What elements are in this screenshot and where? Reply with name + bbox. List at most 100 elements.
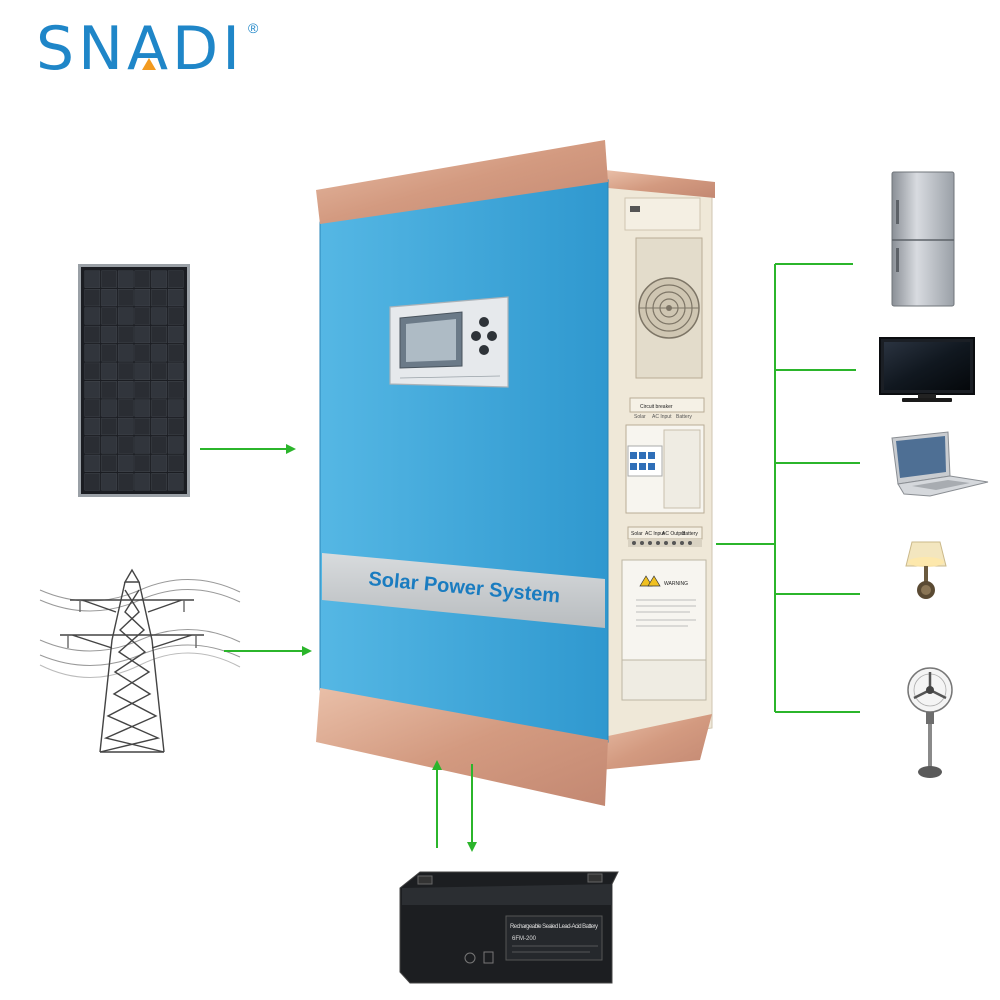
warning-icon [647, 575, 661, 587]
refrigerator-icon [891, 171, 955, 307]
solar-cell [84, 344, 101, 362]
terminal-cover: WARNING [621, 559, 707, 701]
solar-cell [101, 399, 117, 417]
television-icon [879, 337, 975, 402]
down-button[interactable] [479, 345, 489, 355]
solar-cell [84, 362, 101, 380]
solar-cell [117, 436, 134, 454]
label-band [322, 553, 605, 628]
solar-cell [151, 381, 167, 399]
circuit-breaker-label: Circuit breaker [640, 404, 673, 410]
solar-cell [167, 270, 184, 288]
terminal-labels: Solar AC Input AC Output Battery [627, 526, 703, 547]
solar-cell [117, 399, 134, 417]
battery-title: Rechargeable Sealed Lead-Acid Battery [510, 924, 598, 930]
inverter-unit: Circuit breaker Solar AC Input Battery [316, 140, 715, 806]
solar-cell [167, 436, 184, 454]
solar-cell [117, 381, 134, 399]
solar-cell [117, 344, 134, 362]
solar-cell [84, 270, 101, 288]
recycle-icon [464, 952, 476, 964]
battery-model: 6FM-200 [512, 936, 537, 942]
registered-mark: ® [248, 20, 259, 36]
solar-cell [101, 436, 117, 454]
solar-cell [117, 454, 134, 472]
solar-cell [84, 436, 101, 454]
solar-cell [134, 362, 151, 380]
up-button[interactable] [479, 317, 489, 327]
solar-cell [101, 473, 117, 491]
solar-cell [84, 381, 101, 399]
solar-cell [134, 436, 151, 454]
solar-cell [101, 307, 117, 325]
control-panel [389, 296, 509, 388]
solar-cell [167, 417, 184, 436]
circuit-breaker-label-box [629, 397, 705, 413]
solar-panel-icon [78, 264, 190, 497]
logo-accent-triangle [142, 58, 157, 70]
solar-cell [117, 325, 134, 344]
laptop-icon [891, 431, 989, 497]
terminal-label-ac-input: AC Input [645, 531, 665, 537]
solar-cell [101, 325, 117, 344]
solar-cell [134, 399, 151, 417]
solar-cell [84, 289, 101, 307]
solar-cell [134, 270, 151, 288]
breaker-label-solar: Solar [634, 414, 646, 420]
solar-cell [167, 454, 184, 472]
output-bus [716, 263, 860, 713]
fan-grille-icon [635, 237, 703, 379]
solar-cell [84, 454, 101, 472]
solar-cell [101, 344, 117, 362]
logo-text-part: SN [36, 14, 127, 84]
solar-cell [167, 381, 184, 399]
solar-cell [151, 417, 167, 436]
solar-cell [167, 307, 184, 325]
battery-terminal [417, 875, 433, 885]
solar-cell [134, 307, 151, 325]
logo-letter-a: A [126, 14, 173, 84]
solar-cell [84, 473, 101, 491]
solar-cell [117, 307, 134, 325]
solar-cell [134, 473, 151, 491]
solar-cell [101, 454, 117, 472]
solar-cell [134, 417, 151, 436]
solar-cell [84, 325, 101, 344]
wall-lamp-icon [905, 541, 947, 599]
solar-cell [117, 473, 134, 491]
solar-cell [134, 325, 151, 344]
warning-label: WARNING [664, 581, 688, 587]
solar-cell [151, 454, 167, 472]
solar-cell [134, 381, 151, 399]
inverter-bottom-trim [316, 688, 608, 806]
solar-cell [167, 473, 184, 491]
right-button[interactable] [487, 331, 497, 341]
terminal-label-solar: Solar [631, 531, 643, 537]
solar-cell [117, 362, 134, 380]
terminal-label-ac-output: AC Output [662, 531, 686, 537]
breaker-label-ac-input: AC Input [652, 414, 672, 420]
solar-cell [151, 307, 167, 325]
battery-terminal [587, 873, 603, 883]
solar-cell [167, 344, 184, 362]
solar-cell [167, 289, 184, 307]
solar-cell [167, 325, 184, 344]
solar-cell [134, 454, 151, 472]
solar-cell [84, 307, 101, 325]
solar-cell [117, 289, 134, 307]
bin-icon [483, 951, 494, 964]
breaker-labels: Solar AC Input Battery [634, 414, 692, 420]
solar-cell [101, 381, 117, 399]
solar-cell [151, 289, 167, 307]
solar-cell [101, 289, 117, 307]
inverter-front-panel [319, 179, 609, 743]
left-button[interactable] [471, 331, 481, 341]
solar-cell [117, 270, 134, 288]
transmission-tower-icon [39, 568, 241, 753]
solar-cell [151, 473, 167, 491]
terminal-label-battery: Battery [682, 531, 698, 537]
breaker-label-battery: Battery [676, 414, 692, 420]
